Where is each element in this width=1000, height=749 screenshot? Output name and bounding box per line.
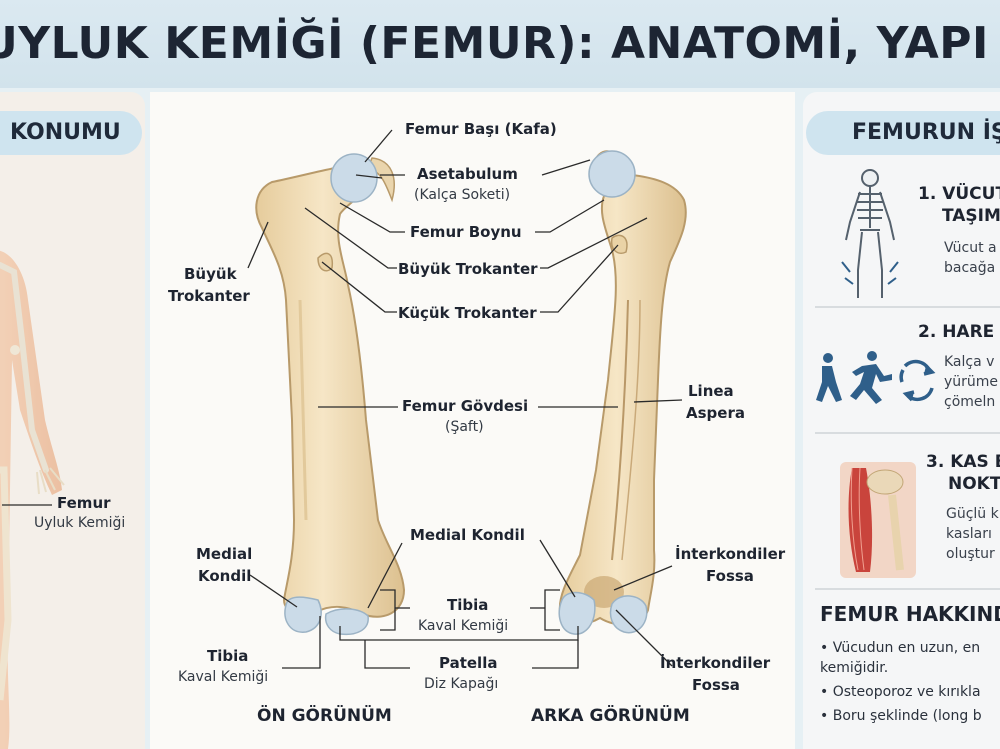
function-1-title-2: TAŞIM xyxy=(942,206,1000,226)
medial-kondil-left-label-2: Kondil xyxy=(198,567,252,585)
asetabulum-sub-label: (Kalça Soketi) xyxy=(414,187,511,203)
buyuk-trokanter-left-label-1: Büyük xyxy=(184,265,237,283)
front-view-label: ÖN GÖRÜNÜM xyxy=(257,706,392,726)
leader-lines xyxy=(247,129,683,669)
facts-title: FEMUR HAKKINDA xyxy=(820,602,1000,626)
function-2-title-1: 2. HARE xyxy=(918,322,995,342)
function-1-title-1: 1. VÜCUT xyxy=(918,184,1000,204)
running-icon xyxy=(850,351,892,404)
front-femur xyxy=(255,153,406,636)
linea-label-2: Aspera xyxy=(686,404,745,422)
interkondiler-top-label-1: İnterkondiler xyxy=(675,545,786,563)
interkondiler-bottom-label-2: Fossa xyxy=(692,676,740,694)
function-2-text-1: Kalça v xyxy=(944,354,995,370)
medial-kondil-left-label-1: Medial xyxy=(196,545,253,563)
rotation-icon xyxy=(899,359,936,402)
body-silhouette xyxy=(0,250,65,749)
pressure-icon xyxy=(841,261,899,285)
fact-item-1: • Vücudun en uzun, en xyxy=(820,640,981,656)
back-view-label: ARKA GÖRÜNÜM xyxy=(531,706,690,726)
function-2-text-2: yürüme xyxy=(944,374,999,390)
patella-sub-label: Diz Kapağı xyxy=(424,676,499,692)
fact-item-1b: kemiğidir. xyxy=(820,660,889,676)
function-divider-2 xyxy=(815,432,1000,434)
femur-govdesi-sub-label: (Şaft) xyxy=(445,419,484,435)
buyuk-trokanter-left-label-2: Trokanter xyxy=(168,287,250,305)
femur-basi-label: Femur Başı (Kafa) xyxy=(405,120,557,138)
right-panel xyxy=(803,92,1000,749)
function-divider-1 xyxy=(815,306,1000,308)
fact-item-2: • Osteoporoz ve kırıkla xyxy=(820,684,981,700)
page-title: UYLUK KEMİĞİ (FEMUR): ANATOMİ, YAPI VE İ… xyxy=(0,18,1000,69)
femur-sub-label: Uyluk Kemiği xyxy=(34,515,126,531)
femur-govdesi-label: Femur Gövdesi xyxy=(402,397,529,415)
skeleton-icon xyxy=(845,169,895,298)
function-3-text-2: kasları xyxy=(946,526,992,542)
function-3-text-3: oluştur xyxy=(946,546,995,562)
tibia-left-label: Tibia xyxy=(207,647,249,665)
linea-label-1: Linea xyxy=(688,382,734,400)
tibia-left-sub-label: Kaval Kemiği xyxy=(178,669,269,685)
tibia-sub-label: Kaval Kemiği xyxy=(418,618,509,634)
back-femur xyxy=(558,150,687,635)
interkondiler-bottom-label-1: İnterkondiler xyxy=(660,654,771,672)
function-3-title-1: 3. KAS B xyxy=(926,452,1000,472)
femur-boynu-label: Femur Boynu xyxy=(410,223,522,241)
asetabulum-label: Asetabulum xyxy=(417,165,518,183)
femur-label: Femur xyxy=(57,494,111,512)
title-bar: UYLUK KEMİĞİ (FEMUR): ANATOMİ, YAPI VE İ… xyxy=(0,0,1000,88)
function-1-text-2: bacağa xyxy=(944,260,996,276)
location-heading: KONUMU xyxy=(0,111,142,155)
function-3-title-2: NOKT xyxy=(948,474,1000,494)
fact-item-3: • Boru şeklinde (long b xyxy=(820,708,982,724)
tibia-label: Tibia xyxy=(447,596,489,614)
function-divider-3 xyxy=(815,588,1000,590)
buyuk-trokanter-label: Büyük Trokanter xyxy=(398,260,538,278)
walking-icon xyxy=(816,353,842,402)
functions-heading: FEMURUN İŞLEVLERİ xyxy=(806,111,1000,155)
patella-label: Patella xyxy=(439,654,498,672)
function-2-text-3: çömeln xyxy=(944,394,996,410)
function-1-text-1: Vücut a xyxy=(944,240,997,256)
medial-kondil-label: Medial Kondil xyxy=(410,526,525,544)
interkondiler-top-label-2: Fossa xyxy=(706,567,754,585)
thigh-muscle-icon xyxy=(840,462,916,578)
function-3-text-1: Güçlü k xyxy=(946,506,999,522)
kucuk-trokanter-label: Küçük Trokanter xyxy=(398,304,537,322)
